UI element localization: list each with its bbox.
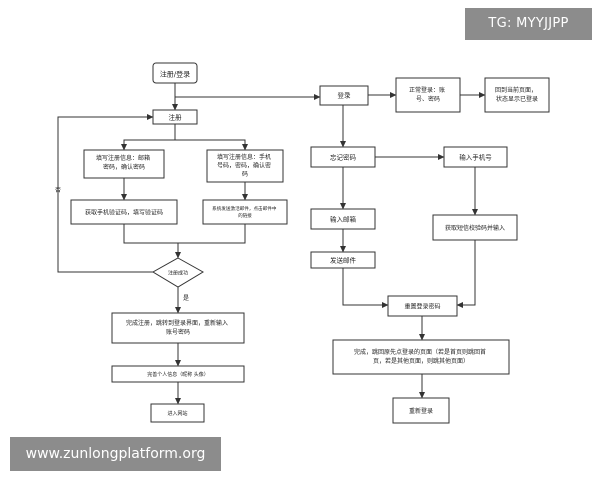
- edge-label-yes: 是: [183, 295, 189, 302]
- label-fill-email: 填写注册信息：邮箱 密码，确认密码: [96, 154, 152, 171]
- node-send-email: [310, 251, 376, 269]
- label-input-email: 输入邮箱: [330, 215, 357, 224]
- label-back-page: 回到当前页面， 状态显示已登录: [495, 86, 539, 103]
- edge-code-success: [123, 224, 181, 259]
- label-enter-site: 进入网站: [167, 410, 187, 417]
- label-normal-login: 正常登录：账 号、密码: [409, 86, 447, 103]
- node-start: [152, 62, 198, 84]
- label-send-email: 发送邮件: [330, 256, 357, 265]
- label-complete-reg: 完成注册，跳转到登录界面，重新输入 账号密码: [126, 319, 230, 336]
- node-forgot-pwd: [310, 146, 376, 168]
- node-system-email: [202, 199, 288, 225]
- node-back-page: [484, 77, 550, 113]
- label-get-sms: 获取短信校验码并输入: [445, 224, 505, 232]
- node-input-phone: [443, 146, 508, 168]
- edge-send-reset: [342, 268, 389, 308]
- node-complete-reg: [111, 312, 245, 344]
- node-get-sms: [432, 214, 518, 241]
- label-input-phone: 输入手机号: [459, 153, 492, 162]
- label-relogin: 重新登录: [409, 407, 433, 415]
- node-register: [152, 109, 198, 125]
- label-forgot-pwd: 忘记密码: [330, 153, 357, 162]
- node-reg-success-diamond: [152, 257, 204, 288]
- node-relogin: [392, 397, 450, 424]
- node-login: [319, 85, 369, 106]
- connectors: [57, 83, 486, 405]
- edge-register-branches: [123, 124, 245, 150]
- node-fill-phone: [206, 149, 284, 183]
- node-complete-profile: [111, 365, 245, 383]
- label-fill-phone: 填写注册信息：手机 号码，密码，确认密 码: [217, 153, 273, 178]
- edge-sysemail-success: [178, 224, 246, 244]
- label-reg-success: 注册成功: [168, 270, 188, 277]
- node-fill-email: [83, 149, 165, 179]
- label-login: 登录: [338, 91, 352, 100]
- node-input-email: [310, 208, 376, 230]
- node-enter-site: [150, 403, 205, 423]
- node-normal-login: [395, 77, 461, 113]
- label-system-email: 系统发送激活邮件，点击邮件中 的链接: [212, 205, 278, 219]
- label-get-code: 获取手机验证码，填写验证码: [85, 209, 163, 217]
- edge-no-loop: [57, 114, 154, 273]
- edge-sms-reset: [456, 240, 476, 308]
- label-done-back: 完成，跳回原先点登录的页面（若是首页则跳回首 页，若是其他页面，则跳其他页面）: [354, 348, 488, 365]
- label-complete-profile: 完善个人信息（昵称 头像）: [147, 371, 209, 378]
- watermark-top: TG: MYYJJPP: [465, 8, 592, 40]
- node-get-code: [70, 199, 178, 225]
- node-reset-pwd: [387, 295, 458, 317]
- label-reset-pwd: 重置登录密码: [404, 303, 440, 311]
- node-done-back: [332, 339, 510, 375]
- label-start: 注册/登录: [160, 70, 190, 79]
- watermark-bottom: www.zunlongplatform.org: [10, 437, 221, 471]
- label-register: 注册: [169, 113, 183, 122]
- edge-label-no: 否: [55, 187, 61, 194]
